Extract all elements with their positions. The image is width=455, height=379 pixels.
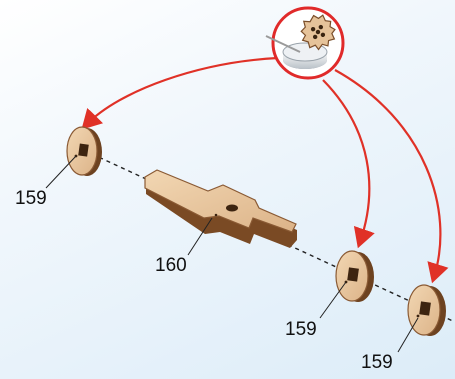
wood-plank [145, 170, 297, 248]
part-label-159-left: 159 [15, 189, 47, 208]
arrows [86, 58, 440, 277]
part-label-159-middle: 159 [285, 320, 317, 339]
gear-glue-icon [266, 8, 343, 78]
part-label-159-right: 159 [361, 353, 393, 372]
arrow-icon [335, 70, 440, 277]
part-label-160: 160 [155, 256, 187, 275]
arrow-icon [323, 80, 369, 242]
wood-disc-middle [336, 251, 374, 302]
arrow-icon [86, 58, 278, 125]
wood-disc-left [67, 127, 102, 176]
wood-disc-right [408, 285, 446, 336]
